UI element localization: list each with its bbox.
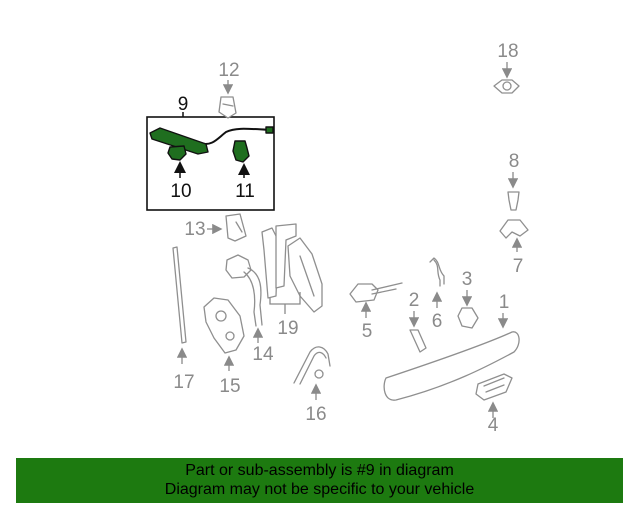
assembly-9-group[interactable]: 9 10 11 xyxy=(146,94,275,211)
callout-14[interactable]: 14 xyxy=(252,344,274,365)
part-19-bracket-c xyxy=(287,237,323,313)
release-handle-bracket xyxy=(149,127,209,155)
part-4-grip xyxy=(483,377,505,387)
part-5-rod xyxy=(371,282,403,291)
part-8-group[interactable]: 8 xyxy=(507,151,520,211)
part-18-fastener xyxy=(493,79,520,94)
clip-10-part xyxy=(167,145,187,161)
part-15-hole2 xyxy=(225,331,235,341)
callout-6[interactable]: 6 xyxy=(432,311,443,332)
part-5-striker xyxy=(349,283,379,303)
part-2-rod xyxy=(409,329,427,353)
callout-17[interactable]: 17 xyxy=(173,372,194,393)
part-17-group[interactable]: 17 xyxy=(172,246,195,393)
part-6-group[interactable]: 6 xyxy=(429,257,445,332)
part-12-bumper xyxy=(218,96,237,119)
part-5-group[interactable]: 5 xyxy=(349,282,403,342)
assembly-9-box xyxy=(146,116,275,211)
part-15-latch xyxy=(203,297,245,354)
part-7-group[interactable]: 7 xyxy=(499,219,529,277)
part-18-head xyxy=(502,81,512,91)
parts-diagram: 9 10 11 12 18 8 7 13 xyxy=(146,41,529,436)
callout-16[interactable]: 16 xyxy=(305,404,326,425)
part-19-detail xyxy=(299,255,315,297)
callout-1[interactable]: 1 xyxy=(499,292,510,313)
callout-15[interactable]: 15 xyxy=(219,376,240,397)
part-1-garnish xyxy=(383,331,520,401)
callout-5[interactable]: 5 xyxy=(362,321,373,342)
part-15-hole xyxy=(215,310,227,322)
part-13-detail xyxy=(235,221,243,233)
callout-13[interactable]: 13 xyxy=(184,219,205,240)
part-19-bracket-b xyxy=(275,223,297,289)
part-4-group[interactable]: 4 xyxy=(475,373,513,436)
part-3-group[interactable]: 3 xyxy=(457,269,479,329)
part-16-cable2 xyxy=(299,351,327,385)
banner-line-2: Diagram may not be specific to your vehi… xyxy=(164,481,475,498)
callout-2[interactable]: 2 xyxy=(409,290,420,311)
part-6-rod xyxy=(429,257,445,285)
info-banner: Part or sub-assembly is #9 in diagram Di… xyxy=(16,458,623,503)
part-6-rod2 xyxy=(433,259,441,287)
callout-9[interactable]: 9 xyxy=(178,94,189,115)
part-4-grip2 xyxy=(485,384,505,393)
callout-12[interactable]: 12 xyxy=(218,60,239,81)
callout-11[interactable]: 11 xyxy=(235,181,255,202)
release-handle-end xyxy=(265,126,274,134)
callout-8[interactable]: 8 xyxy=(509,151,520,172)
part-5-rod2 xyxy=(371,288,397,295)
part-3-clip xyxy=(457,307,479,329)
callout-10[interactable]: 10 xyxy=(170,181,191,202)
part-18-group[interactable]: 18 xyxy=(493,41,520,94)
part-1-group[interactable]: 1 xyxy=(383,292,520,401)
part-14-wire xyxy=(247,267,263,326)
part-12-detail xyxy=(222,103,234,107)
part-16-group[interactable]: 16 xyxy=(293,346,331,425)
callout-19[interactable]: 19 xyxy=(277,318,298,339)
part-7-bracket xyxy=(499,219,529,239)
part-19-bracket-a xyxy=(261,227,279,299)
part-14-group[interactable]: 14 xyxy=(225,254,274,365)
part-16-end xyxy=(314,369,324,379)
part-4-handle xyxy=(475,373,513,401)
callout-3[interactable]: 3 xyxy=(462,269,473,290)
part-17-rod xyxy=(172,246,187,344)
callout-18[interactable]: 18 xyxy=(497,41,518,62)
part-16-cable xyxy=(293,346,331,384)
part-13-switch xyxy=(225,213,247,242)
banner-line-1: Part or sub-assembly is #9 in diagram xyxy=(185,462,454,479)
part-8-bolt xyxy=(507,191,520,211)
callout-7[interactable]: 7 xyxy=(513,256,524,277)
part-13-group[interactable]: 13 xyxy=(184,213,247,242)
part-2-group[interactable]: 2 xyxy=(409,290,427,353)
part-12-group[interactable]: 12 xyxy=(218,60,240,119)
part-14-wire2 xyxy=(243,271,257,327)
part-15-group[interactable]: 15 xyxy=(203,297,245,397)
callout-4[interactable]: 4 xyxy=(488,415,499,436)
part-19-group[interactable]: 19 xyxy=(261,223,323,339)
clip-11-part xyxy=(232,140,250,163)
